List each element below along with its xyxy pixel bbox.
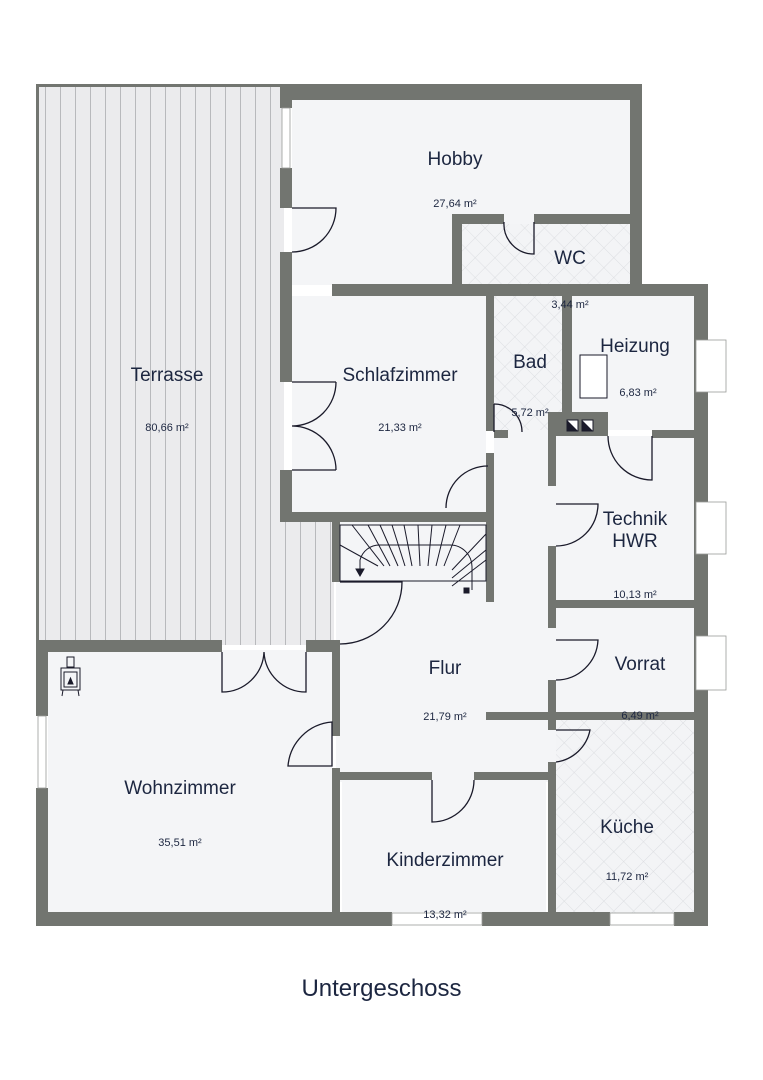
heating-boiler-icon: [579, 354, 608, 399]
room-name: Heizung: [600, 336, 670, 357]
room-flur: Flur 21,79 m²: [395, 640, 495, 742]
room-area: 3,44 m²: [551, 299, 589, 311]
room-name: Vorrat: [614, 654, 666, 675]
room-area: 10,13 m²: [613, 589, 657, 601]
room-heizung-area: 6,83 m²: [608, 367, 668, 418]
room-bad: Bad 5,72 m²: [496, 334, 564, 438]
room-name: Wohnzimmer: [124, 778, 236, 799]
room-area: 6,49 m²: [621, 710, 659, 722]
room-vorrat: Vorrat 6,49 m²: [585, 636, 695, 741]
room-name: Terrasse: [130, 365, 204, 386]
terrace-area: [36, 84, 334, 646]
room-area: 11,72 m²: [605, 871, 649, 883]
room-hobby: Hobby 27,64 m²: [380, 131, 530, 229]
chimney-icon: [566, 419, 594, 432]
room-name: Schlafzimmer: [342, 365, 458, 386]
room-kueche: Küche 11,72 m²: [572, 799, 682, 902]
room-area: 80,66 m²: [145, 422, 189, 434]
room-heizung: Heizung: [580, 318, 690, 376]
fireplace-icon: [60, 656, 81, 697]
room-area: 27,64 m²: [433, 198, 477, 210]
room-wc: WC 3,44 m²: [535, 230, 605, 330]
room-area: 13,32 m²: [423, 909, 467, 921]
windows: [37, 107, 727, 926]
room-schlafzimmer: Schlafzimmer 21,33 m²: [320, 347, 480, 453]
room-name: Küche: [600, 817, 654, 838]
room-name: Kinderzimmer: [386, 850, 504, 871]
floor-title: Untergeschoss: [301, 975, 462, 1002]
walls: [36, 84, 708, 926]
room-name: Flur: [428, 658, 462, 679]
room-name: Bad: [513, 352, 547, 373]
room-technik-hwr: Technik HWR 10,13 m²: [580, 491, 690, 620]
room-area: 21,33 m²: [378, 422, 422, 434]
room-area: 21,79 m²: [423, 711, 467, 723]
room-area: 5,72 m²: [511, 407, 549, 419]
room-name: WC: [554, 248, 586, 269]
room-wohnzimmer: Wohnzimmer 35,51 m²: [100, 760, 260, 868]
room-name: Hobby: [427, 149, 483, 170]
room-kinderzimmer: Kinderzimmer 13,32 m²: [365, 832, 525, 940]
room-name: Technik HWR: [602, 509, 668, 552]
doors: [221, 207, 653, 823]
staircase-icon: [339, 524, 487, 594]
room-area: 6,83 m²: [619, 387, 657, 399]
room-area: 35,51 m²: [158, 837, 202, 849]
room-terrasse: Terrasse 80,66 m²: [92, 347, 242, 453]
